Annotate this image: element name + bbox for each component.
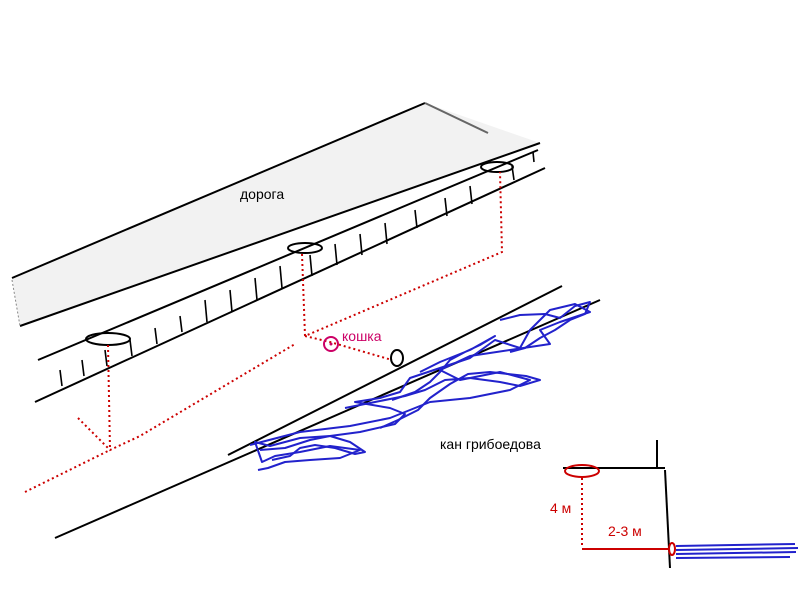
dotted-projections xyxy=(24,171,504,493)
section-top-marker xyxy=(564,464,600,478)
height-label: 4 м xyxy=(550,500,572,516)
cat-circle xyxy=(323,336,339,352)
railing-top-rail xyxy=(37,149,539,361)
railing-bottom-rail xyxy=(34,167,546,403)
road-far-edge xyxy=(11,102,426,279)
water-scribble xyxy=(249,301,591,471)
road-surface xyxy=(12,103,540,326)
cat-position-marker xyxy=(390,349,404,367)
canal-edge-bottom xyxy=(54,299,601,539)
road-near-edge xyxy=(19,142,541,327)
distance-label: 2-3 м xyxy=(608,523,642,539)
road-label: дорога xyxy=(240,186,285,202)
railing-balusters xyxy=(59,151,535,387)
section-water-marker xyxy=(668,542,676,556)
canal-label: кан грибоедова xyxy=(440,436,541,452)
canal-edge-top xyxy=(227,285,563,456)
section-water-lines xyxy=(675,543,799,559)
post-marker-1 xyxy=(85,332,131,346)
cat-dot xyxy=(329,342,333,346)
cat-label: кошка xyxy=(342,328,382,344)
post-marker-2 xyxy=(287,242,323,254)
road-far-end xyxy=(424,102,489,134)
post-marker-3 xyxy=(480,161,514,173)
